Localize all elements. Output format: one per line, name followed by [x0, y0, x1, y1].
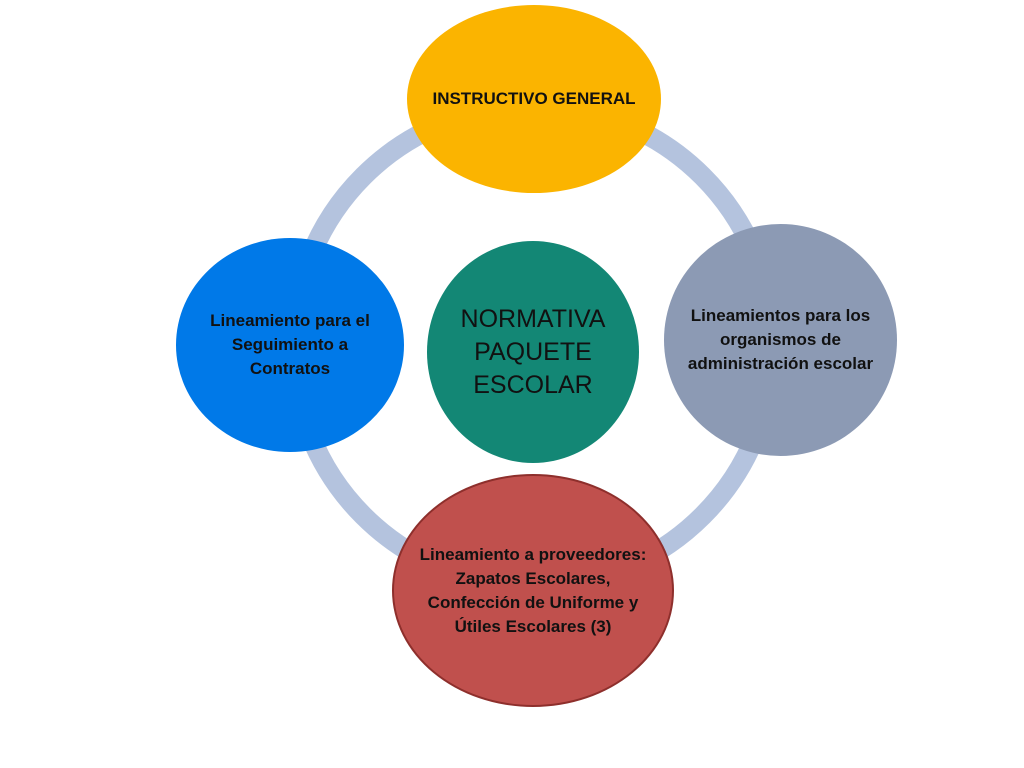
node-normativa-center: NORMATIVA PAQUETE ESCOLAR — [427, 241, 639, 463]
node-normativa-center-label: NORMATIVA PAQUETE ESCOLAR — [460, 304, 606, 399]
node-lineamientos-organismos-label: Lineamientos para los organismos de admi… — [687, 306, 874, 373]
node-lineamiento-seguimiento-label: Lineamiento para el Seguimiento a Contra… — [210, 311, 370, 378]
node-instructivo-general: INSTRUCTIVO GENERAL — [407, 5, 661, 193]
node-lineamiento-proveedores-label: Lineamiento a proveedores: Zapatos Escol… — [419, 544, 647, 636]
node-lineamiento-seguimiento: Lineamiento para el Seguimiento a Contra… — [176, 238, 404, 452]
node-lineamientos-organismos: Lineamientos para los organismos de admi… — [664, 224, 897, 456]
node-instructivo-general-label: INSTRUCTIVO GENERAL — [432, 89, 636, 108]
node-lineamiento-proveedores: Lineamiento a proveedores: Zapatos Escol… — [392, 474, 674, 707]
